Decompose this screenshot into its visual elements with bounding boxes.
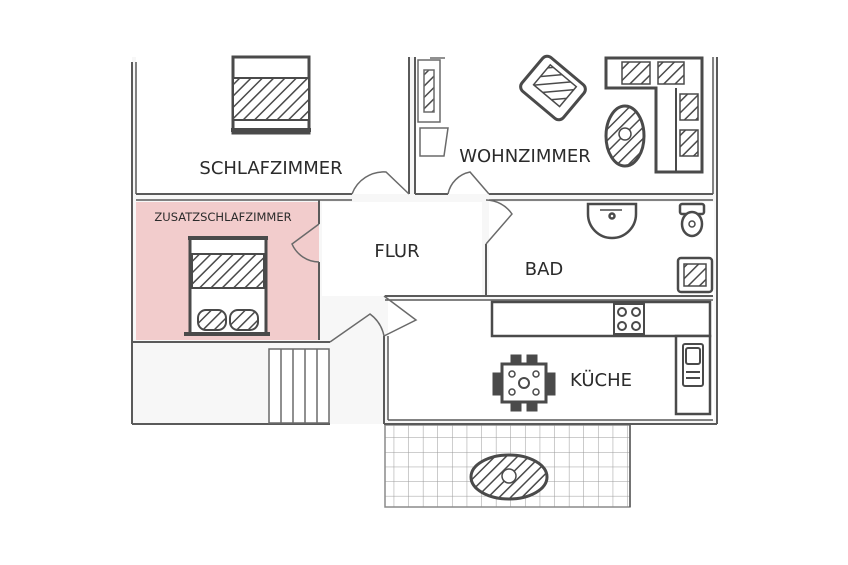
toilet-icon — [678, 202, 706, 238]
guest-bed-icon — [184, 236, 270, 336]
walls — [131, 57, 718, 507]
stairs — [268, 348, 330, 424]
coffee-table-icon — [604, 104, 646, 168]
double-bed-icon — [231, 55, 311, 135]
shower-icon — [676, 256, 714, 294]
sofa-icon — [604, 56, 704, 174]
armchair-icon — [519, 54, 587, 122]
terrace-table-icon — [469, 453, 549, 501]
flur-floor — [322, 202, 482, 296]
sink-icon — [586, 202, 638, 240]
doors — [291, 171, 513, 343]
stove-icon — [613, 303, 645, 335]
room-label-zusatzschlafzimmer: ZUSATZSCHLAFZIMMER — [154, 210, 291, 224]
room-label-wohnzimmer: WOHNZIMMER — [459, 146, 591, 167]
room-label-bad: BAD — [525, 259, 564, 280]
room-label-kueche: KÜCHE — [570, 369, 632, 391]
tv-unit-icon — [417, 57, 449, 157]
room-label-flur: FLUR — [374, 241, 419, 262]
room-label-schlafzimmer: SCHLAFZIMMER — [199, 158, 342, 179]
kitchen-sink-icon — [682, 343, 704, 387]
dining-table-icon — [492, 354, 556, 412]
